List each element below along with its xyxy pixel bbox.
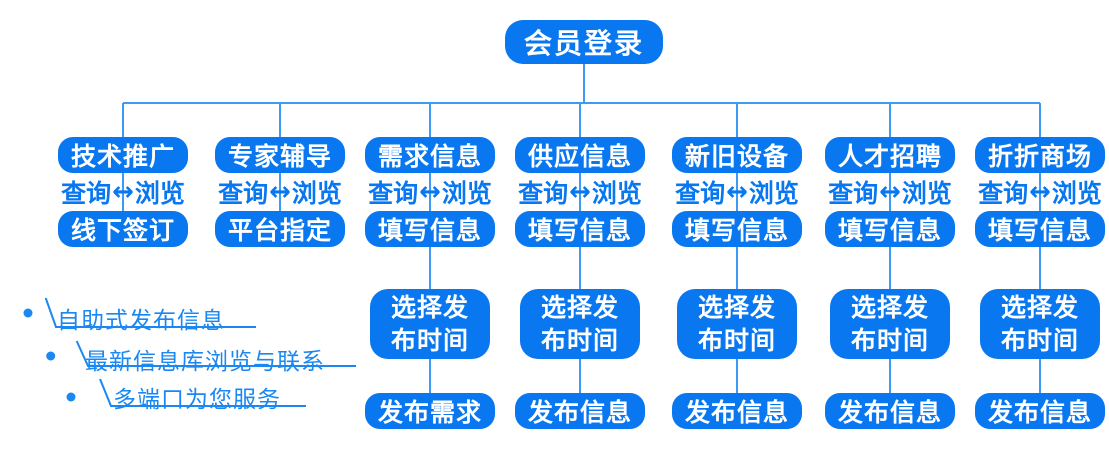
flow-node-member-login: 会员登录 [505,20,663,64]
flow-node-title: 折折商场 [975,137,1105,173]
flow-node-publish: 发布信息 [825,393,955,429]
query-browse-label: 查询↔浏览 [350,173,510,211]
flow-node-schedule: 选择发布时间 [520,289,640,359]
flow-node-schedule: 选择发布时间 [677,289,797,359]
browse-label: 浏览 [748,179,799,208]
query-browse-label: 查询↔浏览 [657,173,817,211]
query-browse-label: 查询↔浏览 [43,173,203,211]
bullet-dot [46,351,56,361]
flow-node-title: 供应信息 [515,137,645,173]
query-label: 查询 [368,179,419,208]
query-label: 查询 [218,179,269,208]
left-right-arrow-icon: ↔ [569,177,591,207]
flow-node-title: 新旧设备 [672,137,802,173]
flow-node-action: 填写信息 [975,211,1105,247]
browse-label: 浏览 [901,179,952,208]
flow-node-action: 填写信息 [825,211,955,247]
query-browse-label: 查询↔浏览 [500,173,660,211]
browse-label: 浏览 [1051,179,1102,208]
left-right-arrow-icon: ↔ [419,177,441,207]
flow-node-action: 填写信息 [672,211,802,247]
left-right-arrow-icon: ↔ [879,177,901,207]
query-label: 查询 [675,179,726,208]
flow-node-title: 专家辅导 [215,137,345,173]
query-label: 查询 [828,179,879,208]
query-label: 查询 [61,179,112,208]
note-multi-port: 多端口为您服务 [113,387,281,413]
flow-node-title: 技术推广 [58,137,188,173]
flow-node-schedule: 选择发布时间 [370,289,490,359]
left-right-arrow-icon: ↔ [112,177,134,207]
flow-node-schedule: 选择发布时间 [830,289,950,359]
flow-node-publish: 发布信息 [515,393,645,429]
flow-node-title: 需求信息 [365,137,495,173]
flow-node-action: 线下签订 [58,211,188,247]
query-label: 查询 [978,179,1029,208]
bullet-dot [66,392,76,402]
query-browse-label: 查询↔浏览 [200,173,360,211]
note-latest-info: 最新信息库浏览与联系 [85,349,325,375]
query-browse-label: 查询↔浏览 [810,173,970,211]
flow-node-title: 人才招聘 [825,137,955,173]
flow-node-action: 平台指定 [215,211,345,247]
flow-node-action: 填写信息 [515,211,645,247]
flow-node-action: 填写信息 [365,211,495,247]
browse-label: 浏览 [291,179,342,208]
left-right-arrow-icon: ↔ [726,177,748,207]
flow-node-publish: 发布信息 [672,393,802,429]
query-browse-label: 查询↔浏览 [960,173,1109,211]
left-right-arrow-icon: ↔ [1029,177,1051,207]
note-self-service: 自助式发布信息 [57,308,225,334]
bullet-dot [23,308,33,318]
browse-label: 浏览 [441,179,492,208]
left-right-arrow-icon: ↔ [269,177,291,207]
flow-node-publish: 发布信息 [975,393,1105,429]
query-label: 查询 [518,179,569,208]
browse-label: 浏览 [591,179,642,208]
browse-label: 浏览 [134,179,185,208]
flow-node-schedule: 选择发布时间 [980,289,1100,359]
flow-node-publish: 发布需求 [365,393,495,429]
